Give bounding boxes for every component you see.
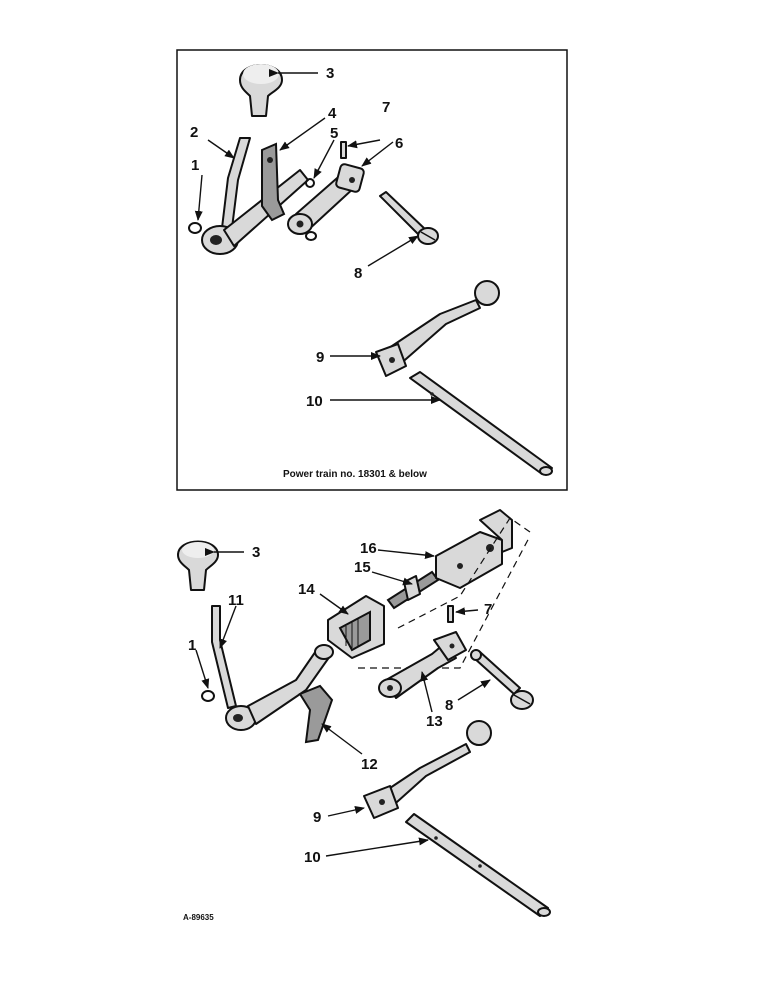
roll-pin-lower (447, 605, 454, 623)
callout-lower-10: 10 (304, 849, 321, 866)
clevis-block (435, 509, 513, 589)
washer-lower (305, 231, 317, 241)
callout-lower-3: 3 (252, 544, 260, 561)
callout-lower-9: 9 (313, 809, 321, 826)
callout-upper-8: 8 (354, 265, 362, 282)
upper-panel-caption: Power train no. 18301 & below (283, 469, 427, 480)
callout-lower-16: 16 (360, 540, 377, 557)
callout-upper-4: 4 (328, 105, 337, 122)
callout-lower-7: 7 (484, 601, 492, 618)
shifter-arm-lower (378, 631, 467, 699)
shifter-shaft-lower (470, 649, 534, 710)
upper-panel: 1 2 3 4 5 6 7 8 9 10 Power train no. 183… (176, 49, 568, 491)
shift-knob (239, 64, 283, 117)
lever-bracket (261, 142, 286, 222)
alignment-line-upper (397, 517, 531, 629)
upper-panel-frame (176, 49, 568, 491)
callout-upper-6: 6 (395, 135, 403, 152)
callout-upper-5: 5 (330, 125, 338, 142)
alignment-line-lower (358, 535, 531, 669)
shift-fork-arm (375, 280, 500, 377)
shift-rail (409, 371, 553, 476)
callout-lower-12: 12 (361, 756, 378, 773)
support-bracket (298, 684, 334, 744)
snap-ring (188, 222, 202, 234)
callout-upper-7: 7 (382, 99, 390, 116)
shifter-link (287, 163, 365, 235)
drawing-code: A-89635 (183, 913, 214, 922)
shift-rail-lower (405, 813, 551, 917)
shifter-shaft (379, 191, 439, 245)
callout-lower-1: 1 (188, 637, 196, 654)
callout-lower-15: 15 (354, 559, 371, 576)
shift-knob-lower (177, 540, 219, 591)
callout-lower-11: 11 (228, 592, 244, 609)
callout-upper-2: 2 (190, 124, 198, 141)
adjusting-screw (386, 570, 440, 610)
snap-ring-lower (201, 690, 215, 702)
shift-lever-lower (211, 605, 334, 731)
callout-lower-8: 8 (445, 697, 453, 714)
roll-pin (340, 141, 347, 159)
callout-upper-10: 10 (306, 393, 323, 410)
lower-panel: 3 11 1 16 15 14 7 13 8 12 9 10 (177, 509, 551, 917)
washer (305, 178, 315, 188)
shift-fork-arm-lower (363, 720, 492, 819)
callout-lower-13: 13 (426, 713, 443, 730)
callout-lower-14: 14 (298, 581, 315, 598)
callout-upper-3: 3 (326, 65, 334, 82)
shift-lever (201, 137, 309, 255)
callout-upper-9: 9 (316, 349, 324, 366)
callout-upper-1: 1 (191, 157, 199, 174)
